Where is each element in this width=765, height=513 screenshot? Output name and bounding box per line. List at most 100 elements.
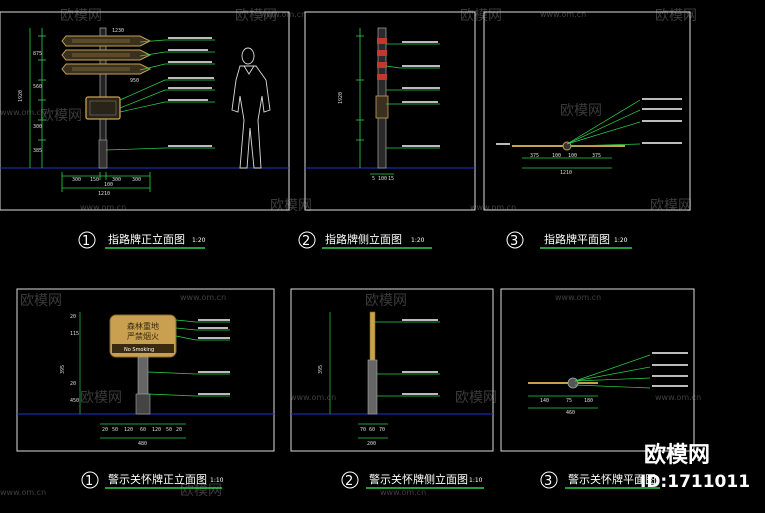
watermark-text: 欧模网 <box>460 8 502 24</box>
watermark-url: www.om.cn <box>260 10 306 19</box>
height-dimension: 395 <box>60 365 66 374</box>
logo-id: ID:1711011 <box>640 472 750 492</box>
warning-line-2: 严禁烟火 <box>127 332 159 341</box>
height-dimension: 560 <box>33 84 42 90</box>
panel-signpost-side: 1920 5 100 15 <box>304 11 476 211</box>
caption-scale: 1:20 <box>411 237 425 244</box>
caption-title: 指路牌正立面图 <box>108 232 185 246</box>
height-dimension: 395 <box>318 365 324 374</box>
warning-line-1: 森林重地 <box>127 321 159 331</box>
plan-dimension: 140 <box>540 398 549 404</box>
panel-frame <box>0 11 290 211</box>
side-board-edges <box>377 38 387 80</box>
caption-number: 3 <box>544 474 552 489</box>
caption-scale: 1:10 <box>469 477 483 484</box>
caption-title: 警示关怀牌正立面图 <box>108 472 207 486</box>
height-dimension: 1920 <box>18 90 24 102</box>
caption-number: 2 <box>302 234 310 249</box>
side-dimension-chain <box>356 28 440 175</box>
board-dimension: 950 <box>130 78 139 84</box>
watermark-text: 欧模网 <box>655 8 697 24</box>
width-dimension: 100 <box>378 176 387 182</box>
warning-post-base <box>135 393 151 415</box>
warning-subtitle: No Smoking <box>124 347 154 353</box>
info-panel <box>85 96 121 120</box>
plan-post <box>567 377 579 389</box>
caption-title: 警示关怀牌侧立面图 <box>369 472 468 486</box>
caption-3: 3 指路牌平面图 1:20 <box>506 231 632 249</box>
note-text-stubs <box>402 41 440 147</box>
note-text-stubs <box>496 98 682 145</box>
panel-frame <box>290 288 494 452</box>
caption-scale: 1:20 <box>614 237 628 244</box>
width-dimension: 15 <box>388 176 394 182</box>
caption-number: 1 <box>82 234 90 249</box>
note-leaders <box>105 39 215 151</box>
watermark-url: www.om.cn <box>80 203 126 212</box>
caption-title: 指路牌平面图 <box>544 232 610 246</box>
watermark-text: 欧模网 <box>60 8 102 24</box>
note-text-stubs <box>168 37 214 147</box>
watermark-text: 欧模网 <box>455 390 497 406</box>
caption-title: 警示关怀牌平面图 <box>568 472 656 486</box>
note-text-stubs <box>198 319 230 395</box>
width-dimension: 50 <box>166 427 172 433</box>
watermark-url: www.om.cn <box>540 10 586 19</box>
width-dimension: 5 <box>372 176 375 182</box>
watermark-url: www.om.cn <box>290 393 336 402</box>
plan-dimension: 180 <box>584 398 593 404</box>
caption-title: 指路牌侧立面图 <box>325 232 402 246</box>
width-dimension: 70 <box>360 427 366 433</box>
plan-dimension: 75 <box>566 398 572 404</box>
board-dimension: 1230 <box>112 28 124 34</box>
watermark-text: 欧模网 <box>80 390 122 406</box>
panel-warning-front: 森林重地 严禁烟火 No Smoking 20 115 395 20 450 2… <box>16 288 275 452</box>
caption-6: 3 警示关怀牌平面图 <box>540 471 660 489</box>
height-dimension: 385 <box>33 148 42 154</box>
plan-dimension: 375 <box>530 153 539 159</box>
plan-total: 1210 <box>560 170 572 176</box>
panel-signpost-plan: 375 100 100 375 1210 <box>483 11 691 211</box>
side-info-panel <box>375 95 389 119</box>
side-post <box>367 359 378 415</box>
width-dimension: 20 <box>102 427 108 433</box>
panel-signpost-front: 1920 875 560 300 385 300 150 100 300 300… <box>0 11 290 211</box>
height-dimension: 20 <box>70 314 76 320</box>
plan-total: 460 <box>566 410 575 416</box>
width-dimension: 20 <box>176 427 182 433</box>
caption-2: 2 指路牌侧立面图 1:20 <box>298 231 432 249</box>
width-dimension: 150 <box>90 177 99 183</box>
plan-dimension: 100 <box>552 153 561 159</box>
panel-frame <box>16 288 275 452</box>
watermark-text: 欧模网 <box>40 108 82 124</box>
note-text-stubs <box>402 319 438 395</box>
height-dimension: 115 <box>70 331 79 337</box>
height-dimension: 300 <box>33 124 42 130</box>
left-dimension-chain <box>29 28 46 168</box>
panel-frame <box>483 11 691 211</box>
caption-number: 2 <box>345 474 353 489</box>
caption-4: 1 警示关怀牌正立面图 1:10 <box>81 471 224 489</box>
plan-leaders <box>522 99 641 169</box>
total-width: 200 <box>367 441 376 447</box>
height-dimension: 450 <box>70 398 79 404</box>
width-dimension: 70 <box>379 427 385 433</box>
caption-number: 3 <box>510 234 518 249</box>
width-dimension: 120 <box>124 427 133 433</box>
plan-dimension: 100 <box>568 153 577 159</box>
watermark-url: www.om.cn <box>655 393 701 402</box>
watermark-url: www.om.cn <box>380 488 426 497</box>
logo-brand: 欧模网 <box>644 442 710 468</box>
width-dimension: 60 <box>369 427 375 433</box>
height-dimension: 1920 <box>338 92 344 104</box>
watermark-text: 欧模网 <box>20 293 62 309</box>
panel-warning-plan: 140 75 180 460 <box>500 288 695 452</box>
watermark-text: 欧模网 <box>650 198 692 214</box>
watermark-text: 欧模网 <box>560 103 602 119</box>
plan-dimension: 375 <box>592 153 601 159</box>
caption-number: 1 <box>85 474 93 489</box>
width-dimension: 300 <box>72 177 81 183</box>
height-dimension: 20 <box>70 381 76 387</box>
total-width: 1210 <box>98 191 110 197</box>
